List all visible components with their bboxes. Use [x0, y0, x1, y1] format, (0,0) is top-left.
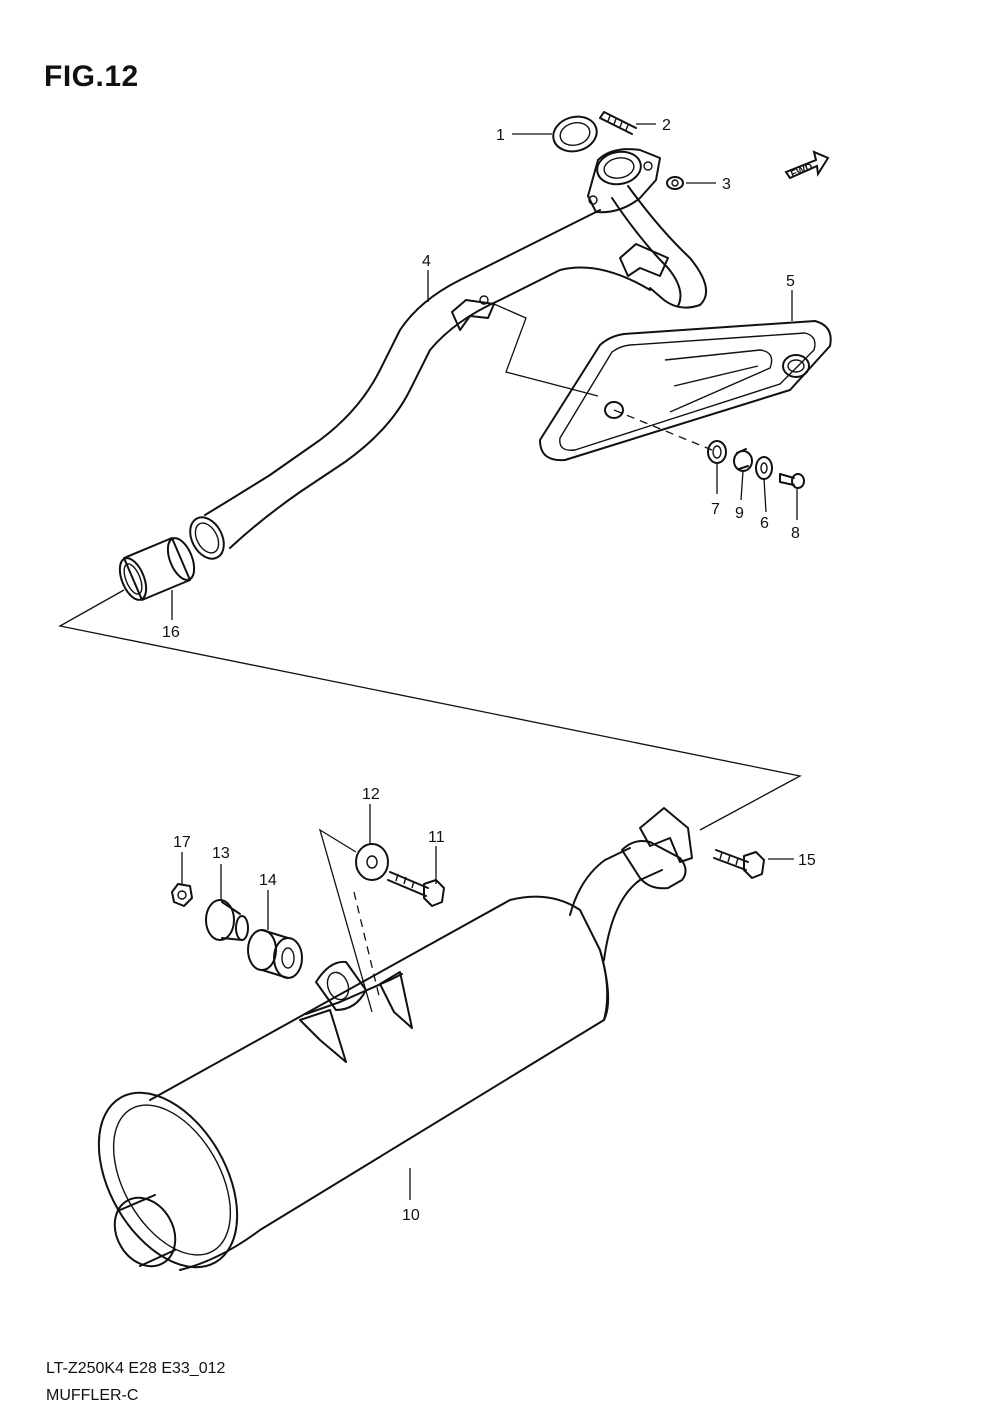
figure-code: LT-Z250K4 E28 E33_012	[46, 1360, 226, 1377]
alignment-lines-lower	[318, 828, 381, 1013]
part-5-heat-shield	[539, 320, 832, 462]
callout-7: 7	[711, 501, 720, 518]
callout-4: 4	[422, 253, 431, 270]
part-3-nut	[666, 176, 684, 190]
callout-10: 10	[402, 1207, 420, 1224]
callout-16: 16	[162, 624, 180, 641]
part-16-sleeve	[118, 537, 196, 601]
part-6-washer	[755, 456, 773, 480]
part-9-collar	[733, 448, 753, 472]
figure-title: FIG.12	[44, 60, 139, 93]
callout-11: 11	[428, 829, 445, 846]
assembly-connection-lines	[58, 589, 802, 831]
part-4-exhaust-pipe	[189, 148, 708, 560]
callout-15: 15	[798, 852, 816, 869]
callout-13: 13	[212, 845, 230, 862]
callout-17: 17	[173, 834, 191, 851]
callout-14: 14	[259, 872, 277, 889]
part-12-washer	[355, 843, 389, 881]
callout-6: 6	[760, 515, 769, 532]
callout-12: 12	[362, 786, 380, 803]
part-10-muffler	[97, 807, 693, 1271]
part-14-grommet	[247, 929, 303, 979]
callout-8: 8	[791, 525, 800, 542]
part-1-gasket	[552, 115, 598, 153]
callout-5: 5	[786, 273, 795, 290]
part-8-bolt	[779, 473, 805, 489]
part-15-bolt	[713, 849, 765, 879]
part-2-stud-bolt	[599, 111, 637, 135]
callout-labels: 1 2 3 4 5 6 7 8 9 10 11 12 13 14 15 16 1…	[162, 117, 816, 1224]
part-7-washer	[707, 440, 727, 464]
part-17-nut	[171, 883, 193, 907]
callout-3: 3	[722, 176, 731, 193]
fwd-arrow-icon: FWD	[784, 150, 830, 181]
leader-lines	[171, 123, 798, 1200]
callout-2: 2	[662, 117, 671, 134]
figure-name: MUFFLER-C	[46, 1387, 139, 1404]
part-13-collar-bolt	[205, 899, 249, 941]
callout-9: 9	[735, 505, 744, 522]
alignment-lines-upper	[493, 303, 713, 451]
fwd-label: FWD	[789, 162, 814, 181]
callout-1: 1	[496, 127, 505, 144]
